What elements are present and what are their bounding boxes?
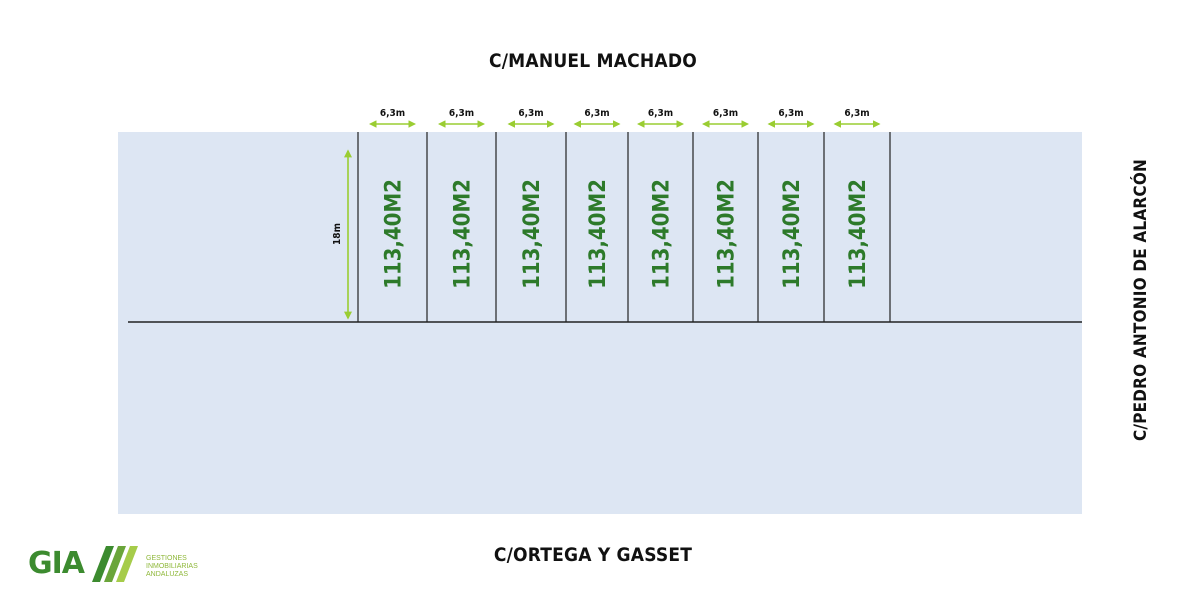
lot-area-label: 113,40M2 xyxy=(382,179,407,289)
logo-stripes-icon xyxy=(92,546,138,582)
lot-area-label: 113,40M2 xyxy=(846,179,871,289)
street-label-top: C/MANUEL MACHADO xyxy=(0,50,1200,72)
frontage-dimensions: 6,3m 6,3m 6,3m 6,3m 6,3m 6,3m 6,3m 6,3m xyxy=(369,108,881,128)
frontage-label: 6,3m xyxy=(584,108,609,119)
company-logo: GIA GESTIONES INMOBILIARIAS ANDALUZAS xyxy=(28,542,228,586)
depth-label: 18m xyxy=(332,223,343,245)
frontage-label: 6,3m xyxy=(778,108,803,119)
lot-area-label: 113,40M2 xyxy=(520,179,545,289)
frontage-label: 6,3m xyxy=(380,108,405,119)
frontage-label: 6,3m xyxy=(518,108,543,119)
logo-mark: GIA xyxy=(28,546,85,581)
frontage-label: 6,3m xyxy=(713,108,738,119)
lot-area-label: 113,40M2 xyxy=(586,179,611,289)
street-label-right: C/PEDRO ANTONIO DE ALARCÓN xyxy=(1131,158,1151,442)
street-name-bottom: C/ORTEGA Y GASSET xyxy=(493,544,693,566)
logo-line-2: INMOBILIARIAS xyxy=(146,563,198,570)
logo-tagline: GESTIONES INMOBILIARIAS ANDALUZAS xyxy=(146,555,198,579)
lot-area-label: 113,40M2 xyxy=(451,179,476,289)
lot-area-label: 113,40M2 xyxy=(715,179,740,289)
site-area xyxy=(118,132,1082,514)
logo-line-1: GESTIONES xyxy=(146,555,187,562)
lot-area-labels: 113,40M2 113,40M2 113,40M2 113,40M2 113,40M2… xyxy=(382,179,872,289)
lot-area-label: 113,40M2 xyxy=(650,179,675,289)
street-name-top: C/MANUEL MACHADO xyxy=(489,50,697,72)
frontage-label: 6,3m xyxy=(648,108,673,119)
lot-dividers xyxy=(357,132,891,322)
frontage-label: 6,3m xyxy=(844,108,869,119)
logo-line-3: ANDALUZAS xyxy=(146,571,189,578)
street-label-bottom: C/ORTEGA Y GASSET xyxy=(0,544,1200,566)
frontage-label: 6,3m xyxy=(449,108,474,119)
lot-area-label: 113,40M2 xyxy=(780,179,805,289)
